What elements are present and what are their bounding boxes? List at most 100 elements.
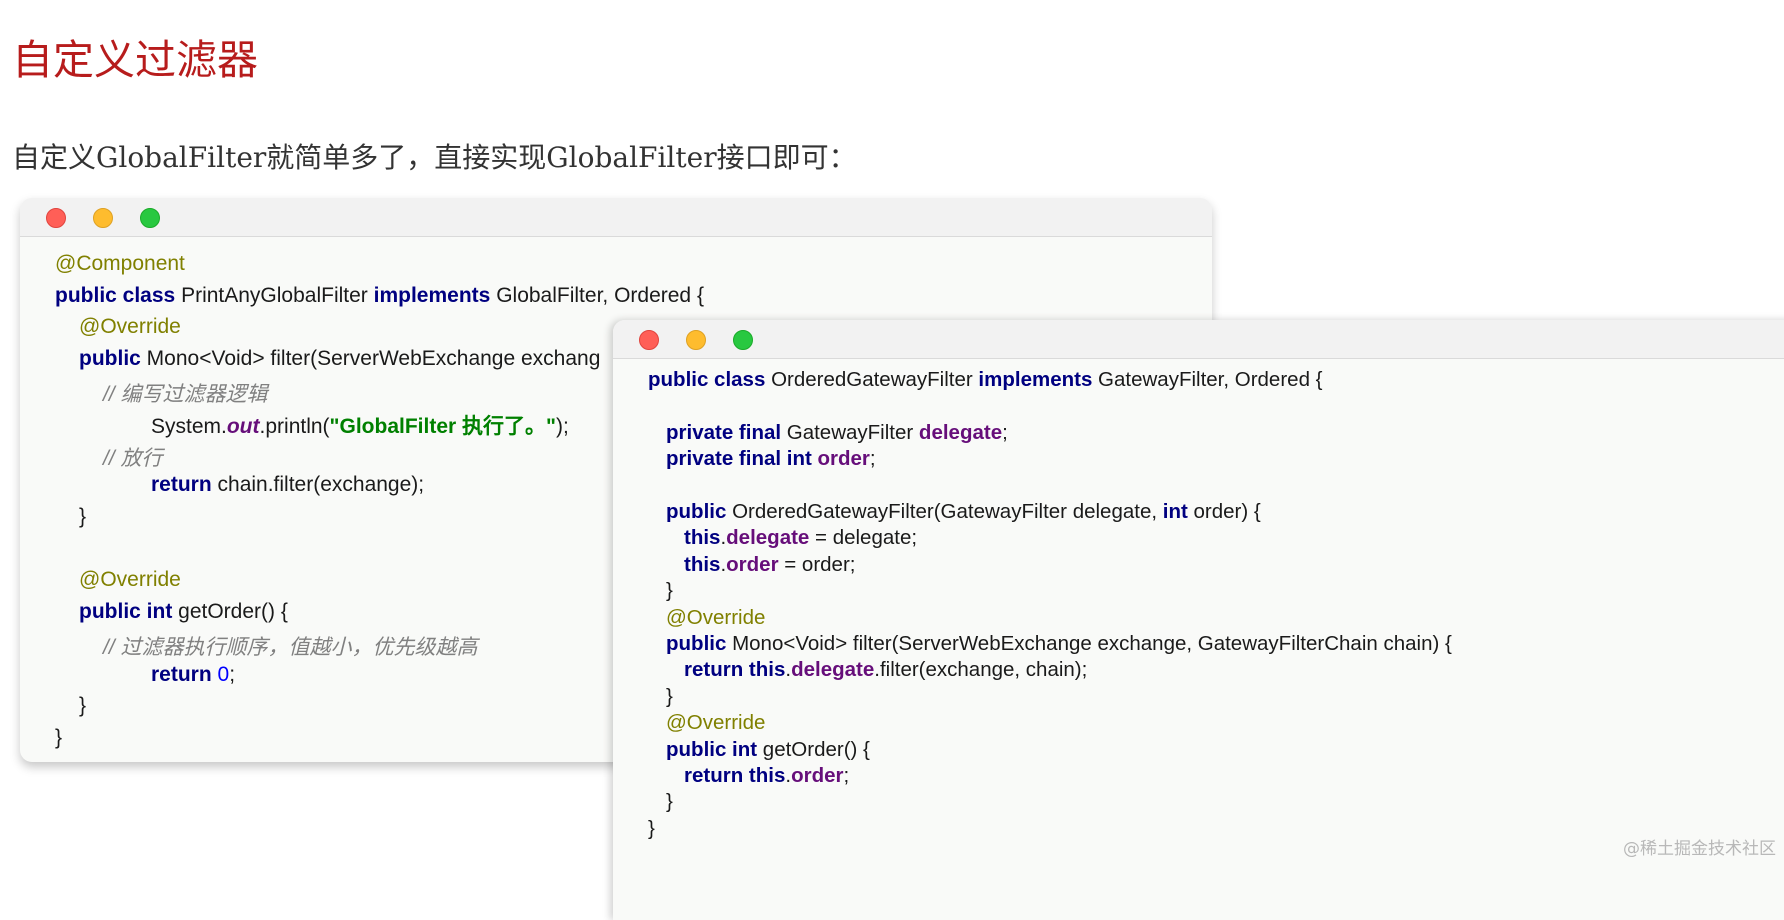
code-token: return this [684,764,786,787]
code-token: delegate [791,658,875,682]
code-token: private final [666,420,787,444]
code-token: "GlobalFilter 执行了。" [329,415,556,438]
code-token: public [79,346,147,370]
code-token: order [726,552,779,576]
code-line: } [648,817,655,841]
code-token: // 过滤器执行顺序，值越小，优先级越高 [103,636,478,660]
code-token: order [791,764,844,787]
close-dot-icon[interactable] [46,208,66,228]
code-token: . [720,552,727,576]
page-subtitle: 自定义GlobalFilter就简单多了，直接实现GlobalFilter接口即… [12,141,857,174]
code-token: this [684,552,721,576]
code-token: OrderedGatewayFilter(GatewayFilter deleg… [732,500,1163,523]
code-token: implements [373,283,497,307]
code-token: getOrder() { [178,599,288,623]
code-line: public int getOrder() { [666,738,870,762]
code-token: return [151,473,218,497]
code-token: order) { [1193,500,1261,523]
code-line: public Mono<Void> filter(ServerWebExchan… [666,632,1452,656]
code-token: delegate [726,526,810,550]
code-line: @Override [666,606,765,630]
code-token: } [55,726,63,749]
code-token: Mono<Void> filter(ServerWebExchange exch… [146,346,601,370]
code-token: @Override [79,315,181,339]
code-token: } [79,694,87,718]
code-line: // 过滤器执行顺序，值越小，优先级越高 [103,631,478,661]
code-token: ; [229,662,236,686]
code-token: . [785,764,792,787]
code-line: } [79,694,86,718]
close-dot-icon[interactable] [639,330,659,350]
code-token: Mono<Void> filter(ServerWebExchange exch… [732,632,1452,655]
window-titlebar [20,198,1212,237]
code-line: return this.order; [684,764,849,788]
code-token: . [785,658,792,682]
code-line: public class OrderedGatewayFilter implem… [648,368,1323,392]
code-token: order [817,447,870,471]
watermark: @稀土掘金技术社区 [1623,839,1776,859]
code-line: private final int order; [666,447,876,471]
code-token: OrderedGatewayFilter [771,368,979,391]
code-token: @Override [666,605,766,629]
maximize-dot-icon[interactable] [733,330,753,350]
code-token: out [226,415,260,438]
code-token: delegate [918,420,1003,444]
code-token: .println( [259,415,330,438]
window-titlebar [613,320,1784,359]
code-line: } [55,726,62,750]
code-token: @Component [55,252,185,275]
code-line: public int getOrder() { [79,600,288,624]
code-line: } [666,685,673,709]
code-token: public class [55,283,182,307]
code-token: public int [666,737,763,761]
code-token: public int [79,599,179,623]
code-token: // 放行 [103,446,163,470]
code-line: return chain.filter(exchange); [151,473,424,497]
maximize-dot-icon[interactable] [140,208,160,228]
code-token: public [666,500,733,523]
page-title: 自定义过滤器 [12,36,258,84]
code-token: chain.filter(exchange); [217,473,425,497]
code-token: 0 [217,662,230,686]
code-line: @Override [666,711,765,735]
code-token: @Override [666,711,766,735]
code-token: private final int [666,447,818,471]
code-line: this.order = order; [684,553,855,577]
code-line: // 编写过滤器逻辑 [103,378,268,408]
code-line: } [666,579,673,603]
code-line: } [79,505,86,529]
code-line: return this.delegate.filter(exchange, ch… [684,658,1087,682]
code-token: getOrder() { [762,737,870,761]
code-token: } [666,790,673,814]
code-line: public OrderedGatewayFilter(GatewayFilte… [666,500,1261,524]
code-token: } [79,504,87,528]
code-token: @Override [79,568,181,591]
code-token: return [151,662,218,686]
code-line: @Override [79,315,181,339]
code-token: implements [978,368,1099,391]
code-line: private final GatewayFilter delegate; [666,421,1008,445]
code-token: // 编写过滤器逻辑 [103,383,268,407]
code-token: System. [151,415,227,438]
code-token: public class [648,368,772,391]
minimize-dot-icon[interactable] [93,208,113,228]
code-line: // 放行 [103,442,163,472]
code-token: . [720,526,727,550]
code-token: } [666,579,673,603]
code-token: = delegate; [809,526,918,550]
code-token: GatewayFilter, Ordered { [1098,368,1323,391]
code-token: this [684,526,721,550]
minimize-dot-icon[interactable] [686,330,706,350]
code-line: } [666,790,673,814]
code-token: = order; [778,552,856,576]
code-token: } [666,684,673,708]
code-token: ); [555,415,569,438]
code-token: int [1162,500,1194,523]
code-line: this.delegate = delegate; [684,526,917,550]
code-line: @Override [79,568,181,592]
code-token: ; [869,447,876,471]
code-token: GatewayFilter [786,420,919,444]
code-token: } [648,816,655,840]
code-line: @Component [55,252,185,276]
code-line: public Mono<Void> filter(ServerWebExchan… [79,347,600,371]
